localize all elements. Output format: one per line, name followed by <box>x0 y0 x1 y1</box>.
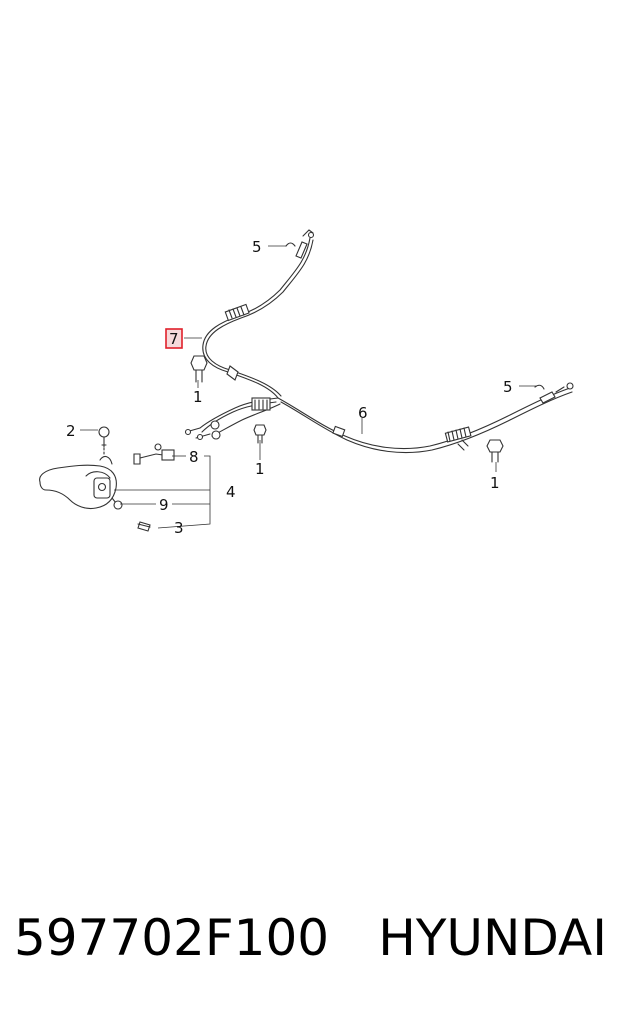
callout-7-highlight[interactable]: 7 <box>165 328 183 349</box>
front-cable-assembly <box>184 397 281 441</box>
callout-4: 4 <box>226 483 236 501</box>
leader-lines <box>80 245 537 529</box>
parking-brake-lever <box>39 455 121 510</box>
callout-6: 6 <box>358 404 368 422</box>
callout-9: 9 <box>159 496 169 514</box>
footer: 597702F100 HYUNDAI <box>0 898 621 988</box>
callout-1-left: 1 <box>193 388 203 406</box>
part-number: 597702F100 <box>14 909 330 967</box>
callout-5-upper: 5 <box>252 238 262 256</box>
callout-3: 3 <box>174 519 184 537</box>
bolt-2 <box>98 426 110 457</box>
bolt-1-center <box>253 424 267 444</box>
callout-5-right: 5 <box>503 378 513 396</box>
switch-8 <box>133 443 175 465</box>
callout-7: 7 <box>169 330 179 348</box>
washer-9 <box>113 500 123 510</box>
callout-1-right: 1 <box>490 474 500 492</box>
rear-cable-right <box>277 382 574 454</box>
brand-name: HYUNDAI <box>378 909 607 967</box>
bolt-1-left <box>190 355 239 383</box>
callout-1-center: 1 <box>255 460 265 478</box>
callout-2: 2 <box>66 422 76 440</box>
callout-8: 8 <box>189 448 199 466</box>
bolt-1-right <box>457 439 504 463</box>
bolt-3 <box>137 521 151 532</box>
